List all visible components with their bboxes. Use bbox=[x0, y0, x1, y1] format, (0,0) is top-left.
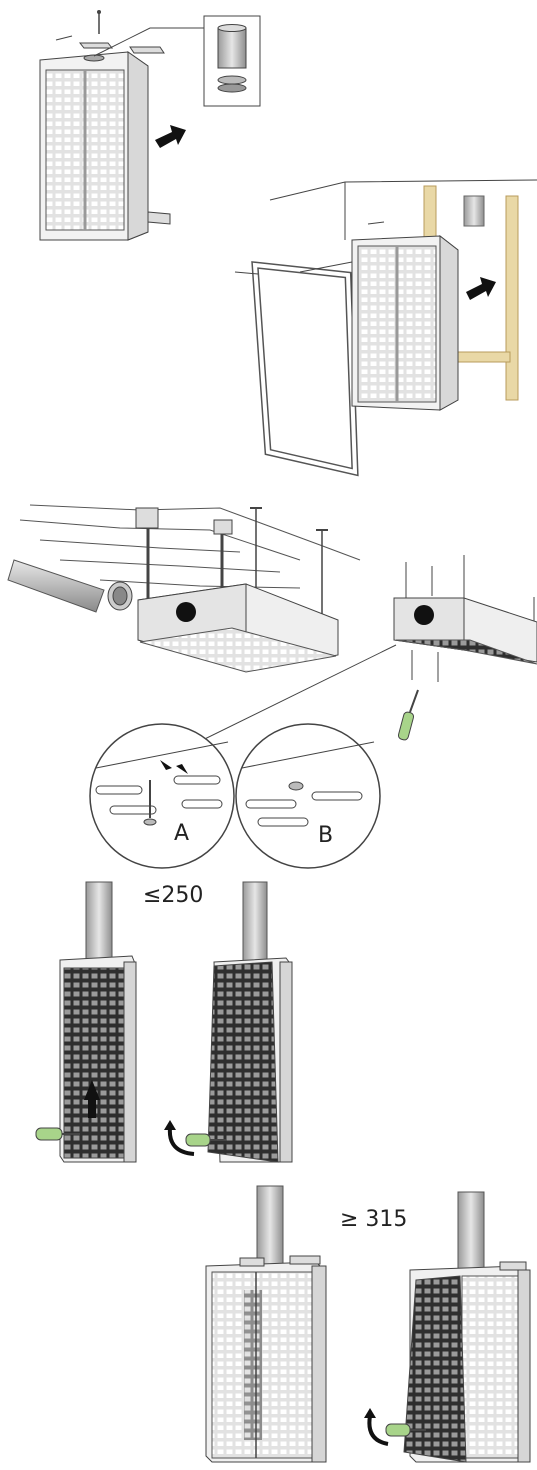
wood-stud bbox=[505, 195, 519, 401]
duct-pipe-icon bbox=[242, 881, 268, 963]
detail-label-b: B bbox=[318, 823, 333, 848]
detail-circle-a: A bbox=[89, 723, 235, 869]
duct-opening bbox=[176, 602, 196, 622]
duct-pipe-icon bbox=[457, 1191, 485, 1273]
step5-filter-removal-large: ≥ 315 bbox=[205, 1185, 531, 1463]
duct-pipe-icon bbox=[217, 27, 247, 69]
arrow-right-icon bbox=[466, 277, 496, 300]
step1-wall-unit bbox=[39, 10, 261, 241]
step3-ceiling-install: A B bbox=[7, 504, 537, 869]
screwdriver-icon bbox=[385, 1423, 426, 1437]
detail-label-a: A bbox=[174, 821, 189, 846]
screwdriver-icon bbox=[397, 689, 419, 741]
size-label-large: ≥ 315 bbox=[340, 1207, 407, 1232]
duct-pipe-icon bbox=[7, 559, 105, 613]
curved-arrow-icon bbox=[167, 1127, 195, 1156]
duct-pipe-icon bbox=[256, 1185, 284, 1271]
arrow-right-icon bbox=[155, 125, 186, 148]
duct-pipe-icon bbox=[85, 881, 113, 963]
size-label-small: ≤250 bbox=[143, 883, 203, 908]
arrow-up-icon bbox=[84, 1080, 100, 1100]
step4-filter-removal-small: ≤250 bbox=[35, 881, 293, 1163]
duct-pipe-icon bbox=[463, 195, 485, 227]
detail-circle-b: B bbox=[235, 723, 381, 869]
screwdriver-icon bbox=[35, 1127, 80, 1141]
step2-frame-mount bbox=[234, 179, 537, 477]
screwdriver-icon bbox=[185, 1133, 226, 1147]
trim-frame bbox=[251, 261, 359, 477]
curved-arrow-icon bbox=[367, 1415, 389, 1446]
screw-icon bbox=[97, 10, 101, 34]
